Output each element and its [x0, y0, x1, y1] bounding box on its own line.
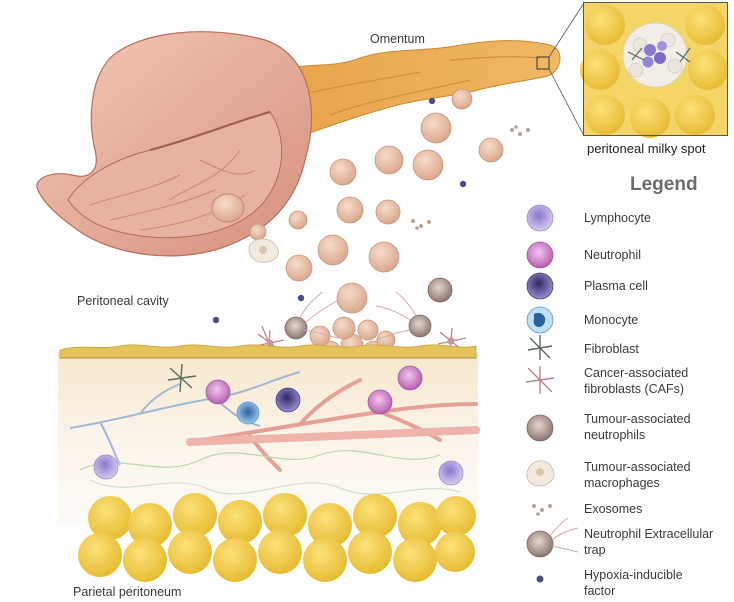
legend-item-tam: Tumour-associated macrophages: [584, 460, 691, 490]
plasma-cell-icon: [526, 272, 554, 300]
tissue-immune-cells: [93, 365, 464, 486]
milky-spot-inset: [580, 3, 728, 138]
tumour-nodule: [211, 193, 245, 223]
hif-icon: [536, 575, 544, 583]
legend-item-net: Neutrophil Extracellular trap: [584, 527, 714, 557]
exosome-icon: [532, 504, 552, 516]
legend-title: Legend: [630, 174, 698, 195]
milky-spot-marker: [536, 56, 550, 70]
adipose-layer: [78, 493, 476, 582]
fibroblast-icon: [527, 335, 553, 360]
exosomes: [411, 125, 530, 230]
peritoneal-cavity-label: Peritoneal cavity: [77, 294, 169, 308]
stomach: [36, 31, 313, 257]
neutrophil-icon: [526, 241, 554, 269]
legend-item-lymphocyte: Lymphocyte: [584, 211, 651, 225]
legend-item-monocyte: Monocyte: [584, 313, 639, 327]
tan-cells: [284, 277, 453, 341]
omentum-label: Omentum: [370, 32, 425, 46]
net-icon: [526, 517, 579, 558]
hif-dots: [212, 97, 467, 324]
legend-item-fibroblast: Fibroblast: [584, 342, 639, 356]
legend-item-tan: Tumour-associated neutrophils: [584, 412, 691, 442]
legend-icons: [525, 204, 579, 583]
parietal-peritoneum-label: Parietal peritoneum: [73, 585, 182, 599]
milky-spot-frame: [583, 2, 728, 136]
tan-icon: [526, 414, 554, 442]
tam-cell: [248, 238, 279, 263]
legend-item-hif: Hypoxia-inducible factor: [584, 568, 683, 598]
monocyte-icon: [526, 306, 554, 334]
milky-spot-label: peritoneal milky spot: [587, 141, 706, 156]
caf-icon: [525, 366, 555, 394]
legend-item-plasma-cell: Plasma cell: [584, 279, 648, 293]
tam-icon: [526, 460, 555, 487]
legend-item-neutrophil: Neutrophil: [584, 248, 641, 262]
legend-item-caf: Cancer-associated fibroblasts (CAFs): [584, 366, 689, 396]
lymphocyte-icon: [526, 204, 554, 232]
legend-item-exosomes: Exosomes: [584, 502, 643, 516]
omentum: [261, 2, 585, 139]
